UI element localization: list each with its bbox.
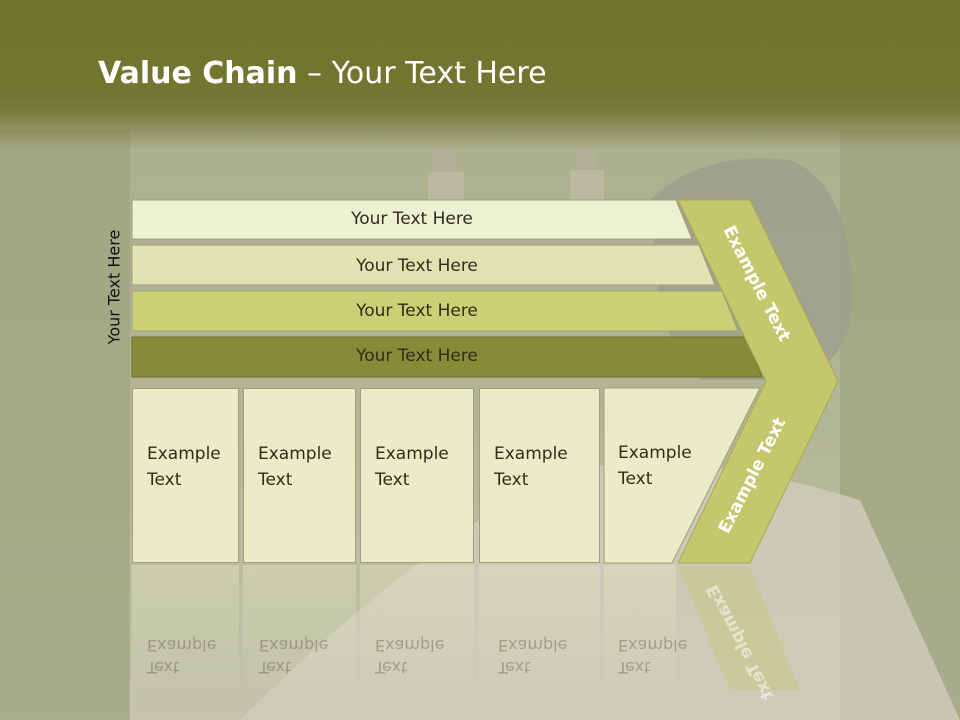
bar-label-3: Your Text Here — [356, 301, 478, 321]
example-box-5: Example Text — [604, 388, 714, 563]
box-1-line2: Text — [147, 470, 182, 490]
bar-shape-4 — [131, 336, 763, 378]
box-4-line2: Text — [494, 470, 529, 490]
box-reflection-3 — [360, 565, 474, 700]
title-rest: – Your Text Here — [297, 56, 547, 91]
box-2-line1: Example — [258, 444, 332, 464]
example-box-4: Example Text — [479, 388, 600, 563]
chevron-reflection — [678, 566, 800, 690]
bar-shape-1 — [131, 199, 693, 240]
box-reflection-1 — [132, 565, 239, 700]
box-2-line2: Text — [258, 470, 293, 490]
title-bold: Value Chain — [98, 56, 298, 91]
box-3-line2: Text — [375, 470, 410, 490]
bar-shape-3 — [131, 290, 739, 332]
header-band — [0, 0, 960, 150]
box-4-line1: Example — [494, 444, 568, 464]
bar-label-4: Your Text Here — [356, 346, 478, 366]
bar-label-1: Your Text Here — [351, 209, 473, 229]
box-1-line1: Example — [147, 444, 221, 464]
box-5-line1: Example — [618, 443, 692, 463]
bar-shape-2 — [131, 244, 716, 286]
box-reflection-4 — [479, 565, 600, 700]
chevron-shape — [677, 199, 839, 564]
box-reflection-2 — [243, 565, 356, 700]
example-box-1: Example Text — [132, 388, 239, 563]
box-3-line1: Example — [375, 444, 449, 464]
box-5-line2: Text — [618, 469, 653, 489]
slide-title: Value Chain – Your Text Here — [98, 56, 547, 91]
example-box-2: Example Text — [243, 388, 356, 563]
bar-label-2: Your Text Here — [356, 256, 478, 276]
box-reflection-5 — [604, 565, 676, 700]
example-box-3: Example Text — [360, 388, 474, 563]
box-shape-5 — [603, 387, 761, 564]
